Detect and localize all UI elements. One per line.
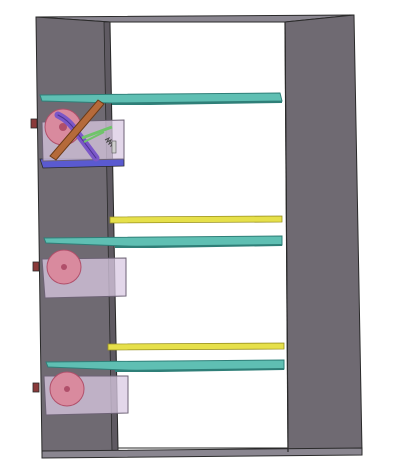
drawer-bin-3 [32, 371, 129, 416]
cabinet-back-wall [109, 21, 289, 449]
cabinet-right-panel [284, 14, 363, 453]
support-rod-icon [109, 215, 283, 224]
cabinet-right-edge-line [284, 21, 289, 453]
handle-knob-icon [30, 118, 38, 129]
drawer-bin-1 [30, 99, 125, 169]
shelf-3-lip [115, 368, 284, 372]
support-rod-2 [107, 342, 285, 351]
handle-knob-icon [32, 382, 40, 393]
shelf-3 [45, 359, 285, 372]
cabinet-bottom-edge [41, 447, 363, 459]
pulley-hub [64, 386, 70, 392]
shelf-2 [43, 235, 283, 248]
shelf-1-lip [112, 101, 282, 105]
support-rod-icon [107, 342, 285, 351]
pulley-hub [61, 264, 67, 270]
support-rod-1 [109, 215, 283, 224]
pulley-hub [59, 123, 67, 131]
handle-knob-icon [32, 261, 40, 272]
shelf-1 [39, 92, 283, 105]
scissor-lift-mechanism-icon [49, 99, 117, 162]
drawer-bin-2 [32, 249, 127, 299]
shelf-2-lip [115, 244, 282, 248]
